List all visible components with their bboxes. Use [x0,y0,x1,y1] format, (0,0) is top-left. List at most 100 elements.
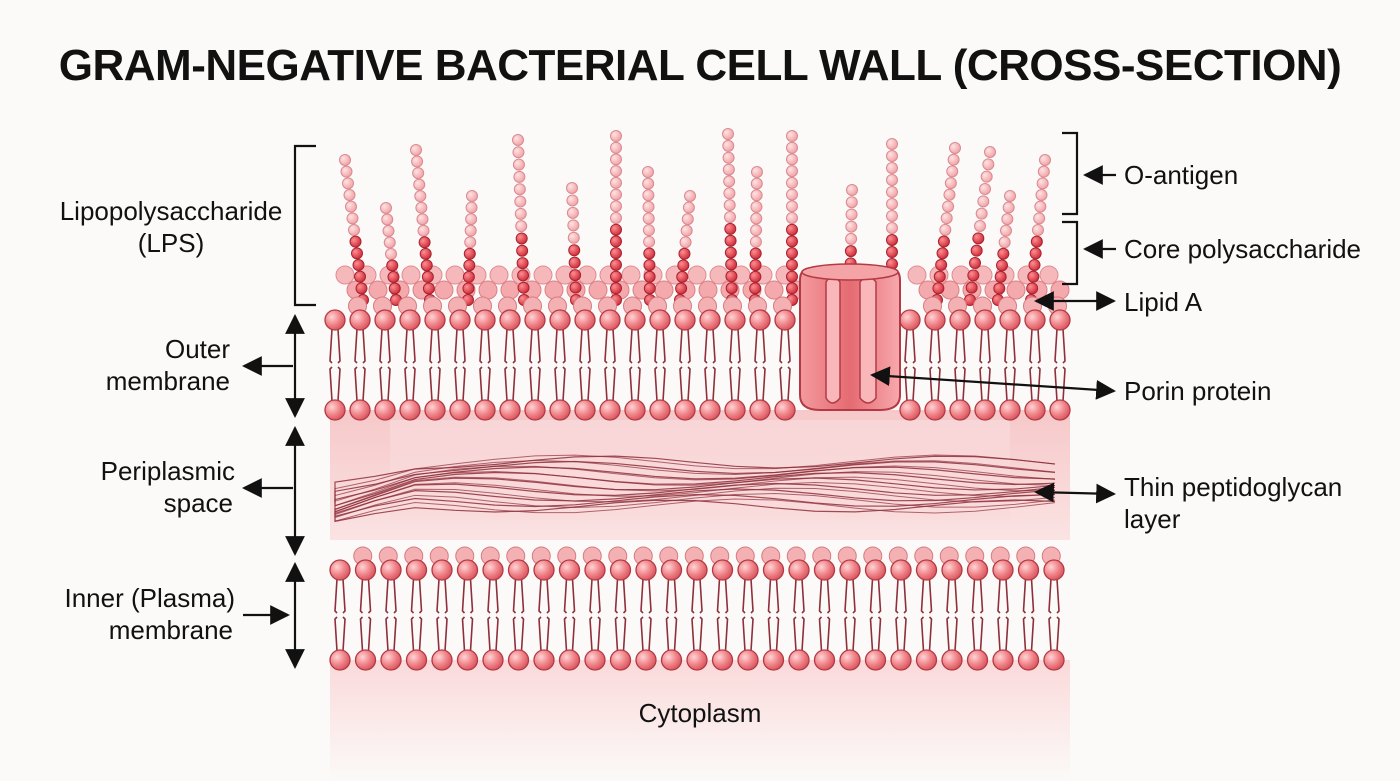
tail [954,578,958,614]
tail [604,366,608,402]
peptidoglycan-crosslink [334,476,1056,512]
o-antigen-bead [943,188,956,201]
tail [614,578,619,614]
core-sugar-bead [462,282,475,295]
tail [654,366,658,402]
tail [912,328,916,364]
core-sugar-bead [786,282,798,295]
o-antigen-bead [724,211,736,223]
tail [826,578,831,614]
phospholipid-head [349,399,371,421]
core-sugar-bead [725,258,738,271]
phospholipid-head [915,559,938,581]
phospholipid-head [574,309,596,331]
core-sugar-bead [387,271,400,283]
tail [704,328,708,364]
peptidoglycan-crosslink [334,471,1056,511]
tail [737,366,741,402]
o-antigen-bead [886,198,898,210]
phospholipid-head [499,399,521,421]
lps-surface-bead [1039,265,1059,285]
tail [801,616,805,652]
lipid-tails [691,578,703,652]
tail [979,366,983,402]
tail [665,616,670,652]
core-sugar-bead [386,259,399,272]
lps-surface-bead [764,280,784,300]
o-antigen-bead [682,201,695,214]
o-antigen-bead [512,158,525,171]
labels: Lipopolysaccharide (LPS) Outer membrane … [60,160,1361,728]
phospholipid-head [1017,649,1040,671]
phospholipid-head [924,309,946,331]
tail [750,578,754,614]
phospholipid-head [374,399,396,421]
lps-surface-bead [335,265,355,285]
tail [699,578,703,614]
tail [571,578,576,614]
lps-chain [674,190,696,306]
tail [844,578,848,614]
o-antigen-bead [512,146,525,159]
o-antigen-bead [610,153,622,166]
tail [469,578,474,614]
o-antigen-bead [975,207,988,220]
o-antigen-bead [722,151,735,164]
phospholipid-head [635,559,657,581]
phospholipid-head [686,649,708,671]
core-sugar-bead [677,259,690,272]
tail [920,578,925,614]
phospholipid-head [533,649,555,671]
core-sugar-bead [936,247,949,260]
core-sugar-bead [786,235,798,248]
tail [454,366,458,402]
tail [462,328,466,364]
lps-label-line1: Lipopolysaccharide [60,196,283,226]
o-antigen-bead [346,212,359,225]
o-antigen-bead [1037,165,1050,178]
o-antigen-bead [946,165,959,178]
core-sugar-bead [993,282,1006,295]
phospholipid-head [949,309,971,331]
tail [987,328,991,364]
phospholipid-head [324,399,346,421]
tail [571,616,576,652]
phospholipid-head [674,309,696,331]
peptidoglycan-label-line1: Thin peptidoglycan [1124,472,1342,502]
core-sugar-bead [420,259,433,272]
phospholipid-head [499,309,521,331]
o-antigen-bead [750,177,763,190]
tail [546,578,550,614]
lps-surface-bead [445,265,465,285]
o-antigen-bead [411,155,424,168]
o-antigen-bead [939,223,952,236]
lipid-tails [385,578,397,652]
o-antigen-bead [383,236,396,249]
o-antigen-bead [723,199,736,212]
phospholipid-head [999,309,1021,331]
phospholipid-head [660,559,683,581]
tail [979,616,984,652]
phospholipid-head [507,559,530,581]
o-antigen-bead [515,220,528,233]
lipid-tails [1022,578,1035,652]
phospholipid-head [624,309,646,331]
lipid-tails [604,328,616,402]
cytoplasm-region [330,660,1070,781]
tail [487,616,491,652]
tail [637,366,641,402]
core-bracket-icon [1062,220,1079,286]
tail [826,616,831,652]
tail [342,578,346,614]
tail [589,578,593,614]
lps-chain [642,166,656,306]
tail [687,366,691,402]
o-antigen-bead [513,183,526,196]
tail [342,616,346,652]
o-antigen-bead [1034,200,1047,213]
core-sugar-bead [643,259,656,272]
tail [937,328,941,364]
phospholipid-head [941,649,963,671]
lipid-tails [512,578,525,652]
phospholipid-head [324,309,346,331]
